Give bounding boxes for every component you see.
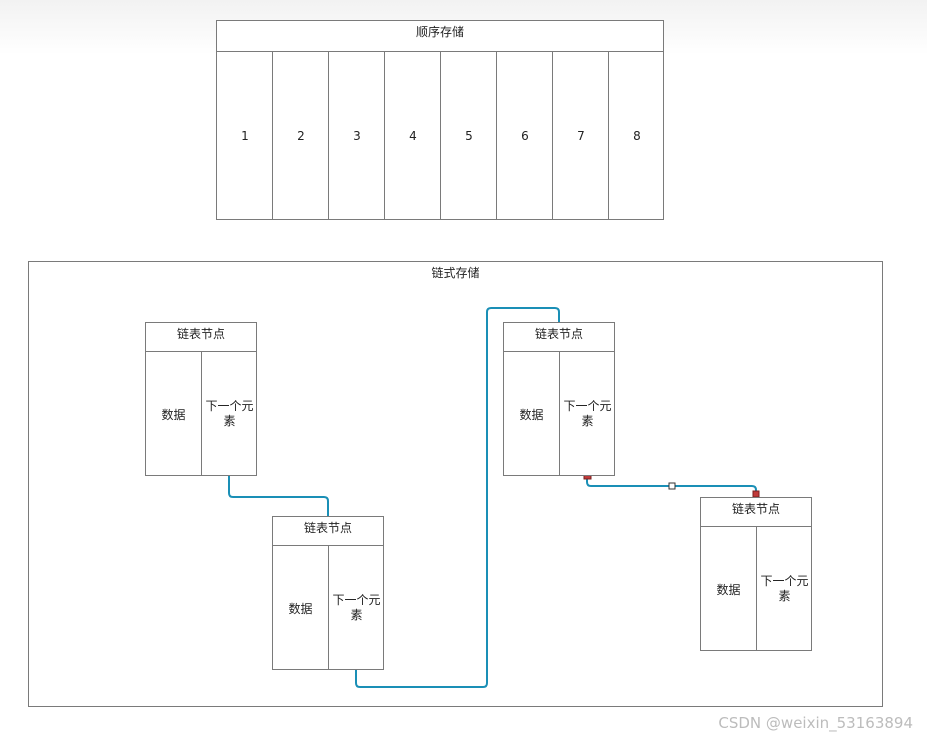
sequential-cell-8[interactable]: 8	[633, 129, 641, 143]
node-title-divider	[146, 351, 256, 352]
sequential-divider	[608, 52, 609, 220]
node-data-cell[interactable]: 数据	[161, 407, 186, 422]
linked-list-node-2[interactable]: 链表节点 数据 下一个元素	[272, 516, 384, 670]
sequential-divider	[552, 52, 553, 220]
sequential-cell-3[interactable]: 3	[353, 129, 361, 143]
node-data-cell[interactable]: 数据	[716, 582, 741, 597]
node-next-cell[interactable]: 下一个元素	[563, 399, 612, 428]
node-title-divider	[701, 526, 811, 527]
connector-node2-node3[interactable]	[355, 307, 560, 688]
sequential-cell-5[interactable]: 5	[465, 129, 473, 143]
node-cell-divider	[756, 527, 757, 651]
connector-node1-node2[interactable]	[228, 475, 329, 516]
node-cell-divider	[201, 352, 202, 476]
sequential-divider	[272, 52, 273, 220]
linked-list-node-4[interactable]: 链表节点 数据 下一个元素	[700, 497, 812, 651]
node-title-divider	[504, 351, 614, 352]
node-title: 链表节点	[731, 502, 780, 516]
node-next-cell[interactable]: 下一个元素	[205, 399, 254, 428]
connector-midpoint-handle[interactable]	[668, 482, 676, 490]
sequential-divider	[440, 52, 441, 220]
node-cell-divider	[328, 546, 329, 670]
node-next-cell[interactable]: 下一个元素	[332, 593, 381, 622]
node-next-cell[interactable]: 下一个元素	[760, 574, 809, 603]
linked-list-node-3[interactable]: 链表节点 数据 下一个元素	[503, 322, 615, 476]
sequential-title-divider	[217, 51, 663, 52]
sequential-cell-1[interactable]: 1	[241, 129, 249, 143]
node-data-cell[interactable]: 数据	[288, 601, 313, 616]
sequential-cell-4[interactable]: 4	[409, 129, 417, 143]
node-data-cell[interactable]: 数据	[519, 407, 544, 422]
node-title: 链表节点	[534, 327, 583, 341]
node-cell-divider	[559, 352, 560, 476]
sequential-cell-7[interactable]: 7	[577, 129, 585, 143]
sequential-cell-6[interactable]: 6	[521, 129, 529, 143]
sequential-cell-2[interactable]: 2	[297, 129, 305, 143]
sequential-divider	[496, 52, 497, 220]
sequential-storage-container[interactable]: 顺序存储 1 2 3 4 5 6 7 8	[216, 20, 664, 220]
sequential-divider	[384, 52, 385, 220]
sequential-storage-title: 顺序存储	[415, 25, 464, 39]
node-title: 链表节点	[176, 327, 225, 341]
linked-storage-title: 链式存储	[431, 266, 480, 280]
node-title: 链表节点	[303, 521, 352, 535]
watermark: CSDN @weixin_53163894	[718, 714, 913, 732]
linked-list-node-1[interactable]: 链表节点 数据 下一个元素	[145, 322, 257, 476]
sequential-divider	[328, 52, 329, 220]
node-title-divider	[273, 545, 383, 546]
